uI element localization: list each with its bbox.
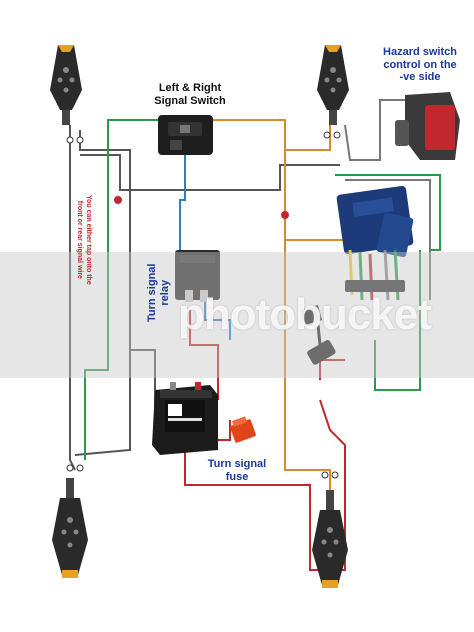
wire-grey-left bbox=[69, 125, 76, 471]
wire-grey-right bbox=[344, 99, 420, 161]
wire-green-left-down bbox=[84, 125, 109, 460]
turn-signal-relay bbox=[175, 250, 220, 302]
connector-dot bbox=[321, 471, 329, 479]
connector-dot bbox=[333, 131, 341, 139]
signal-switch-label: Left & Right Signal Switch bbox=[138, 82, 242, 107]
tap-note-label: You can either tap onto the front or rea… bbox=[75, 195, 92, 285]
fuse-label-line: fuse bbox=[225, 470, 249, 483]
fuse-label-line: Turn signal bbox=[207, 458, 267, 470]
wire-green-left bbox=[107, 119, 161, 135]
signal-switch bbox=[158, 115, 213, 155]
hazard-label-line: control on the bbox=[383, 58, 457, 71]
tap-point-right bbox=[281, 211, 289, 219]
wire-orange-top bbox=[205, 119, 331, 151]
signal-switch-label-line: Left & Right bbox=[158, 82, 222, 94]
wire-grey-top bbox=[80, 154, 340, 191]
connector-dot bbox=[66, 464, 74, 472]
hazard-label-line: Hazard switch bbox=[383, 46, 457, 58]
connector-dot bbox=[331, 471, 339, 479]
wire-green-relay bbox=[374, 250, 421, 391]
wire-blue-relay bbox=[204, 300, 231, 340]
wire-blue-switch bbox=[179, 150, 186, 250]
watermark-band bbox=[0, 252, 474, 378]
tap-point-left bbox=[114, 196, 122, 204]
watermark-text: photobucket bbox=[178, 290, 432, 339]
wire-red-relay bbox=[189, 310, 219, 400]
hazard-switch-label: Hazard switch control on the -ve side bbox=[368, 46, 472, 84]
connector-dot bbox=[76, 136, 84, 144]
flasher-relay-block bbox=[336, 185, 414, 301]
hazard-switch bbox=[395, 92, 460, 160]
turn-signal-fuse bbox=[230, 416, 256, 443]
inline-fuse-holder bbox=[300, 305, 336, 365]
wire-orange-right bbox=[284, 150, 331, 490]
indicator-front-right bbox=[317, 45, 349, 125]
battery bbox=[152, 382, 218, 455]
indicator-rear-right bbox=[312, 490, 348, 588]
tap-note-line: front or rear signal wire bbox=[76, 200, 84, 279]
signal-switch-label-line: Signal Switch bbox=[154, 94, 226, 107]
relay-label-line: relay bbox=[158, 279, 171, 306]
indicator-rear-left bbox=[52, 478, 88, 578]
fuse-label: Turn signal fuse bbox=[192, 458, 282, 483]
relay-label: Turn signal relay bbox=[146, 264, 171, 322]
wire-green-right bbox=[335, 174, 441, 251]
indicator-front-left bbox=[50, 45, 82, 125]
connector-dot bbox=[323, 131, 331, 139]
hazard-label-line: -ve side bbox=[399, 71, 441, 84]
wire-grey-right-2 bbox=[345, 179, 431, 300]
connector-dot bbox=[66, 136, 74, 144]
connector-dot bbox=[76, 464, 84, 472]
relay-label-line: Turn signal bbox=[146, 263, 158, 322]
tap-note-line: You can either tap onto the bbox=[85, 195, 92, 285]
